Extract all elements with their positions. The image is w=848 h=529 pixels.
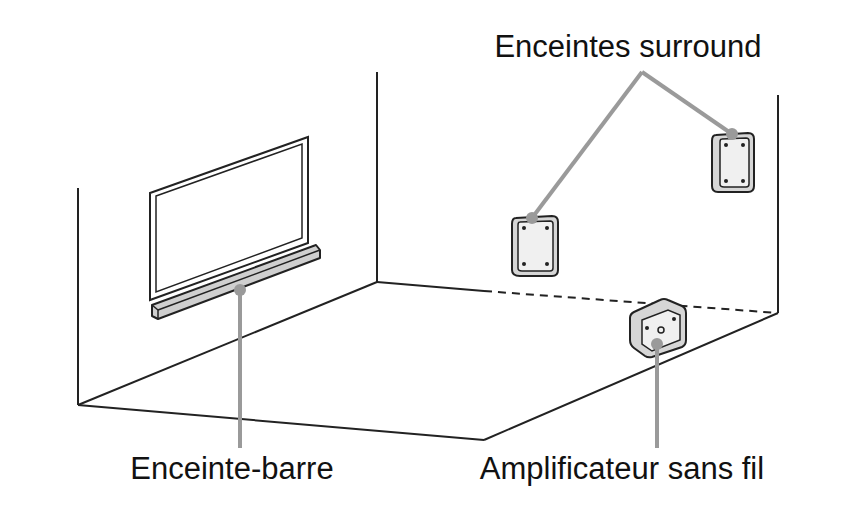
leader-line <box>655 344 659 448</box>
soundbar-edge <box>152 305 158 310</box>
surround-speaker <box>512 216 558 276</box>
amplifier-body <box>630 299 686 357</box>
soundbar-body <box>152 245 320 319</box>
wall-edge <box>376 72 378 282</box>
tv <box>150 137 308 300</box>
floor-edge-hidden <box>484 291 778 313</box>
wall-edge <box>777 95 779 313</box>
leader-line <box>238 290 242 448</box>
floor-edge <box>78 405 484 440</box>
part-label: Amplificateur sans fil <box>480 452 764 486</box>
leader-line <box>532 72 642 218</box>
leader-line <box>642 72 732 134</box>
leader-dot <box>726 128 738 140</box>
tv-frame <box>150 137 308 300</box>
soundbar-edge <box>157 310 159 319</box>
room-outline <box>78 72 778 440</box>
speaker-face <box>518 221 553 271</box>
leader-lines <box>234 72 738 448</box>
leader-dot <box>651 338 663 350</box>
floor-edge <box>377 282 484 291</box>
soundbar <box>152 245 320 319</box>
surround-speaker <box>712 133 754 192</box>
leader-dot <box>234 284 246 296</box>
wireless-amplifier <box>630 299 686 357</box>
part-label: Enceintes surround <box>494 30 761 64</box>
speaker-body <box>712 133 754 192</box>
speaker-body <box>512 216 558 276</box>
floor-edge <box>78 282 377 405</box>
wall-edge <box>77 188 79 405</box>
amplifier-face <box>642 310 680 351</box>
speaker-face <box>720 138 749 187</box>
part-label: Enceinte-barre <box>130 452 333 486</box>
leader-dot <box>526 212 538 224</box>
